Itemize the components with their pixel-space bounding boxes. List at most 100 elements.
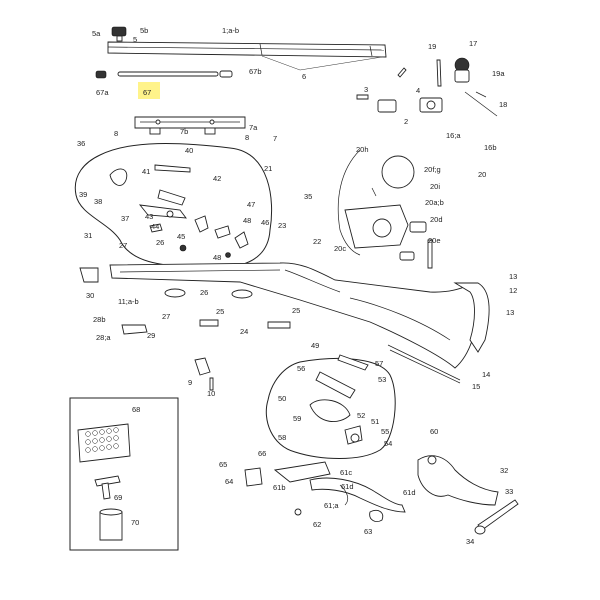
callout-17: 17	[469, 39, 477, 48]
inset-box	[69, 397, 179, 551]
callout-36: 36	[77, 139, 85, 148]
callout-1ab: 1;a-b	[222, 26, 239, 35]
callout-15: 15	[472, 382, 480, 391]
callout-27b: 27	[162, 312, 170, 321]
callout-44: 44	[151, 222, 159, 231]
callout-65: 65	[219, 460, 227, 469]
callout-34: 34	[466, 537, 474, 546]
callout-66: 66	[258, 449, 266, 458]
callout-20: 20	[478, 170, 486, 179]
callout-20c: 20c	[334, 244, 346, 253]
callout-50: 50	[278, 394, 286, 403]
under-rib	[134, 116, 246, 135]
callout-4: 4	[416, 86, 420, 95]
callout-68: 68	[132, 405, 140, 414]
callout-20e: 20e	[428, 236, 441, 245]
highlight-box	[138, 82, 160, 99]
callout-53: 53	[378, 375, 386, 384]
callout-8b: 8	[245, 133, 249, 142]
callout-28b: 28b	[93, 315, 106, 324]
callout-22: 22	[313, 237, 321, 246]
callout-20fg: 20f;g	[424, 165, 441, 174]
callout-45: 45	[177, 232, 185, 241]
callout-11ab: 11;a-b	[118, 297, 139, 306]
callout-56: 56	[297, 364, 305, 373]
callout-5b: 5b	[140, 26, 148, 35]
lock-group-outline	[337, 149, 361, 256]
callout-61b: 61b	[273, 483, 286, 492]
callout-16a: 16;a	[446, 131, 461, 140]
callout-40: 40	[185, 146, 193, 155]
callout-25a: 25	[216, 307, 224, 316]
callout-21: 21	[264, 164, 272, 173]
trigger-guard	[273, 461, 406, 513]
callout-63: 63	[364, 527, 372, 536]
callout-7: 7	[273, 134, 277, 143]
buttplate	[453, 282, 490, 353]
callout-48a: 48	[243, 216, 251, 225]
callout-29: 29	[147, 331, 155, 340]
callout-10: 10	[207, 389, 215, 398]
callout-25b: 25	[292, 306, 300, 315]
callout-7a: 7a	[249, 123, 258, 132]
callout-20i: 20i	[430, 182, 440, 191]
callout-58: 58	[278, 433, 286, 442]
callout-47: 47	[247, 200, 255, 209]
callout-67a: 67a	[96, 88, 109, 97]
leader-barrel	[261, 55, 383, 71]
callout-23: 23	[278, 221, 286, 230]
callout-54: 54	[384, 439, 392, 448]
callout-70: 70	[131, 518, 139, 527]
callout-69: 69	[114, 493, 122, 502]
callout-41: 41	[142, 167, 150, 176]
callout-20ab: 20a;b	[425, 198, 444, 207]
callout-67b: 67b	[249, 67, 262, 76]
callout-39: 39	[79, 190, 87, 199]
callout-13b: 13	[506, 308, 514, 317]
callout-14: 14	[482, 370, 490, 379]
barrel	[107, 41, 387, 58]
callout-51: 51	[371, 417, 379, 426]
callout-62: 62	[313, 520, 321, 529]
callout-26b: 26	[200, 288, 208, 297]
ramrod	[95, 70, 233, 79]
callout-35: 35	[304, 192, 312, 201]
lock-parts	[344, 155, 433, 269]
callout-49: 49	[311, 341, 319, 350]
callout-2: 2	[404, 117, 408, 126]
callout-13a: 13	[509, 272, 517, 281]
trigger-parts	[109, 164, 249, 258]
callout-60: 60	[430, 427, 438, 436]
callout-52: 52	[357, 411, 365, 420]
callout-3: 3	[364, 85, 368, 94]
callout-38: 38	[94, 197, 102, 206]
callout-61d-2: 61d	[403, 488, 416, 497]
lock-group-outline-49	[265, 358, 396, 459]
misc-parts	[121, 319, 384, 523]
callout-33: 33	[505, 487, 513, 496]
trigger-group-outline	[74, 143, 273, 269]
callout-31: 31	[84, 231, 92, 240]
callout-67: 67	[143, 88, 151, 97]
callout-28a: 28;a	[96, 333, 111, 342]
callout-labels: 1;a-b 2 3 4 5 5a 5b 6 7 7a 7b 8 8 9 10 1…	[77, 26, 517, 546]
callout-59: 59	[293, 414, 301, 423]
callout-19a: 19a	[492, 69, 505, 78]
breech-parts	[356, 57, 498, 117]
callout-37: 37	[121, 214, 129, 223]
lock-internal-parts	[309, 354, 369, 445]
callout-30: 30	[86, 291, 94, 300]
callout-61d: 61d	[341, 482, 354, 491]
callout-24: 24	[240, 327, 248, 336]
callout-20d: 20d	[430, 215, 443, 224]
inset-parts	[77, 423, 131, 541]
callout-20h: 20h	[356, 145, 369, 154]
callout-27a: 27	[119, 241, 127, 250]
tang	[79, 267, 99, 283]
callout-42: 42	[213, 174, 221, 183]
callout-32: 32	[500, 466, 508, 475]
callout-26a: 26	[156, 238, 164, 247]
callout-9: 9	[188, 378, 192, 387]
front-sight	[111, 26, 127, 42]
